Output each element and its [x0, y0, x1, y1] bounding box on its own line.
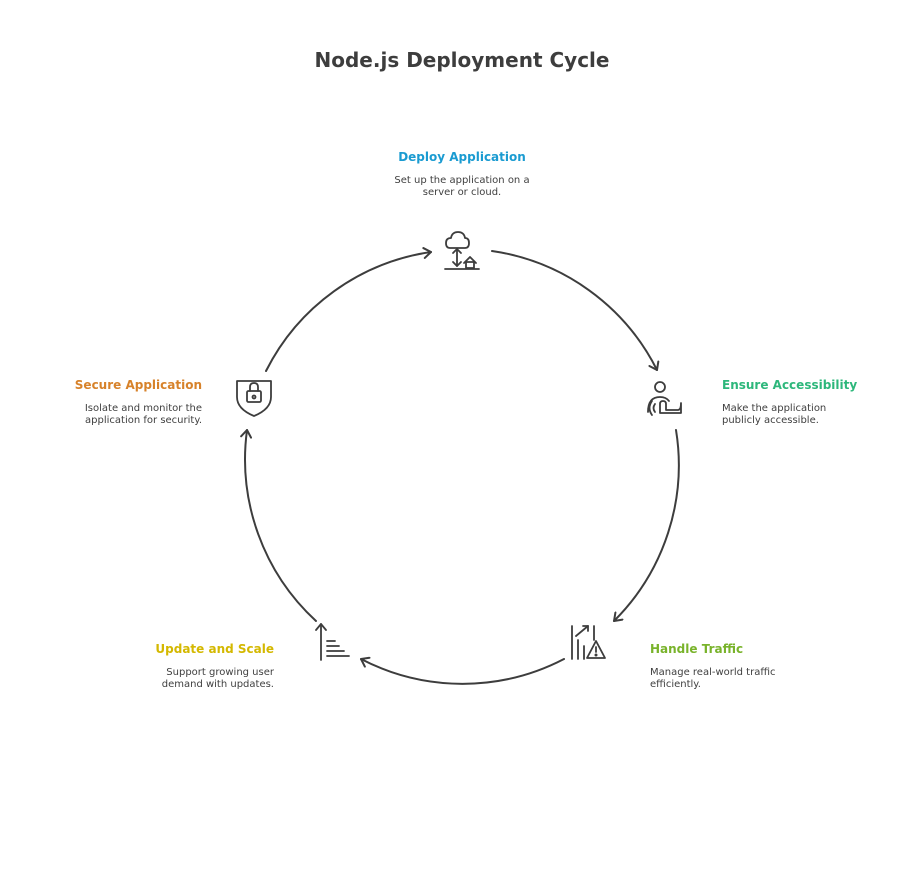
step-secure-description: Isolate and monitor the application for … [84, 403, 202, 426]
person-touch-icon [647, 381, 682, 416]
diagram-title: Node.js Deployment Cycle [314, 48, 610, 72]
arrow-deploy-to-accessibility [491, 250, 660, 371]
step-deploy-description: Set up the application on a server or cl… [394, 175, 530, 198]
traffic-warning-icon [571, 625, 606, 660]
arrow-accessibility-to-traffic [613, 429, 680, 622]
step-accessibility-description: Make the application publicly accessible… [722, 403, 827, 426]
arrow-secure-to-deploy [265, 247, 432, 372]
step-traffic-heading: Handle Traffic [650, 642, 744, 656]
step-update-heading: Update and Scale [155, 642, 274, 656]
shield-lock-icon [236, 380, 272, 417]
step-update-description: Support growing user demand with updates… [161, 667, 274, 690]
step-traffic-description: Manage real-world traffic efficiently. [650, 667, 776, 690]
scale-up-icon [315, 623, 350, 661]
step-deploy-heading: Deploy Application [398, 150, 526, 164]
arrow-traffic-to-update [360, 656, 565, 685]
step-secure-heading: Secure Application [74, 378, 202, 392]
cloud-deploy-icon [444, 231, 480, 270]
arrow-update-to-secure [240, 429, 317, 622]
step-accessibility-heading: Ensure Accessibility [722, 378, 858, 392]
